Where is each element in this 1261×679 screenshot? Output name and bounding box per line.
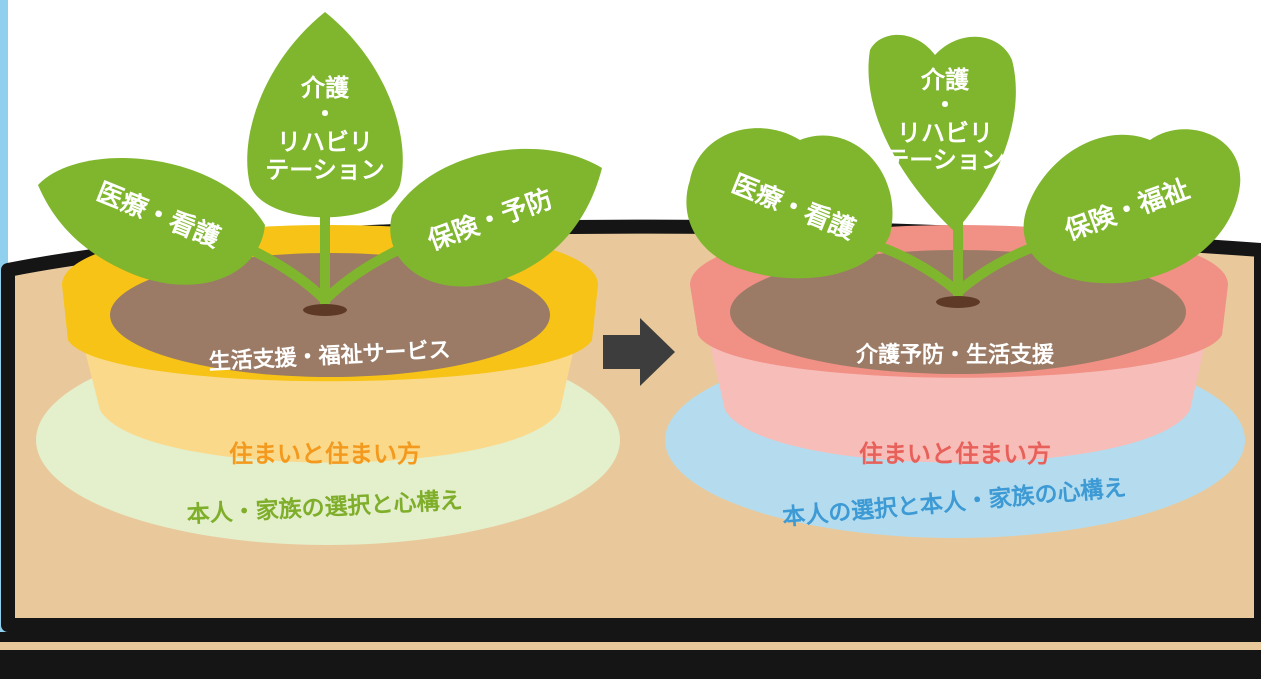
right-pot: [665, 34, 1245, 538]
table-front-line: [0, 642, 1261, 650]
right-stem-hole: [936, 296, 980, 308]
right-pot-label: 住まいと住まい方: [859, 440, 1051, 468]
right-soil: [730, 250, 1186, 374]
left-leaf-center-line4: テーション: [265, 156, 385, 184]
right-leaf-left: [686, 128, 893, 279]
table-front-band: [0, 632, 1261, 679]
right-leaf-center-line4: テーション: [885, 146, 1005, 174]
arrow-icon: [603, 318, 675, 386]
left-leaf-center-line1: 介護: [300, 74, 350, 102]
right-leaf-right: [1023, 129, 1241, 284]
left-leaf-center-line2: ・: [313, 100, 337, 128]
left-pot-label: 住まいと住まい方: [229, 440, 421, 468]
left-leaf-left: [38, 158, 265, 285]
right-leaf-center-line3: リハビリ: [897, 119, 993, 147]
left-pot: [36, 12, 620, 545]
right-leaf-center-line1: 介護: [920, 66, 970, 94]
right-leaf-center: [868, 34, 1016, 233]
left-stem-hole: [303, 304, 347, 316]
right-leaf-center-line2: ・: [933, 91, 957, 119]
right-soil-label: 介護予防・生活支援: [855, 342, 1055, 368]
left-leaf-right: [390, 148, 602, 287]
left-leaf-center: [247, 12, 403, 218]
left-leaf-center-line3: リハビリ: [277, 128, 373, 156]
